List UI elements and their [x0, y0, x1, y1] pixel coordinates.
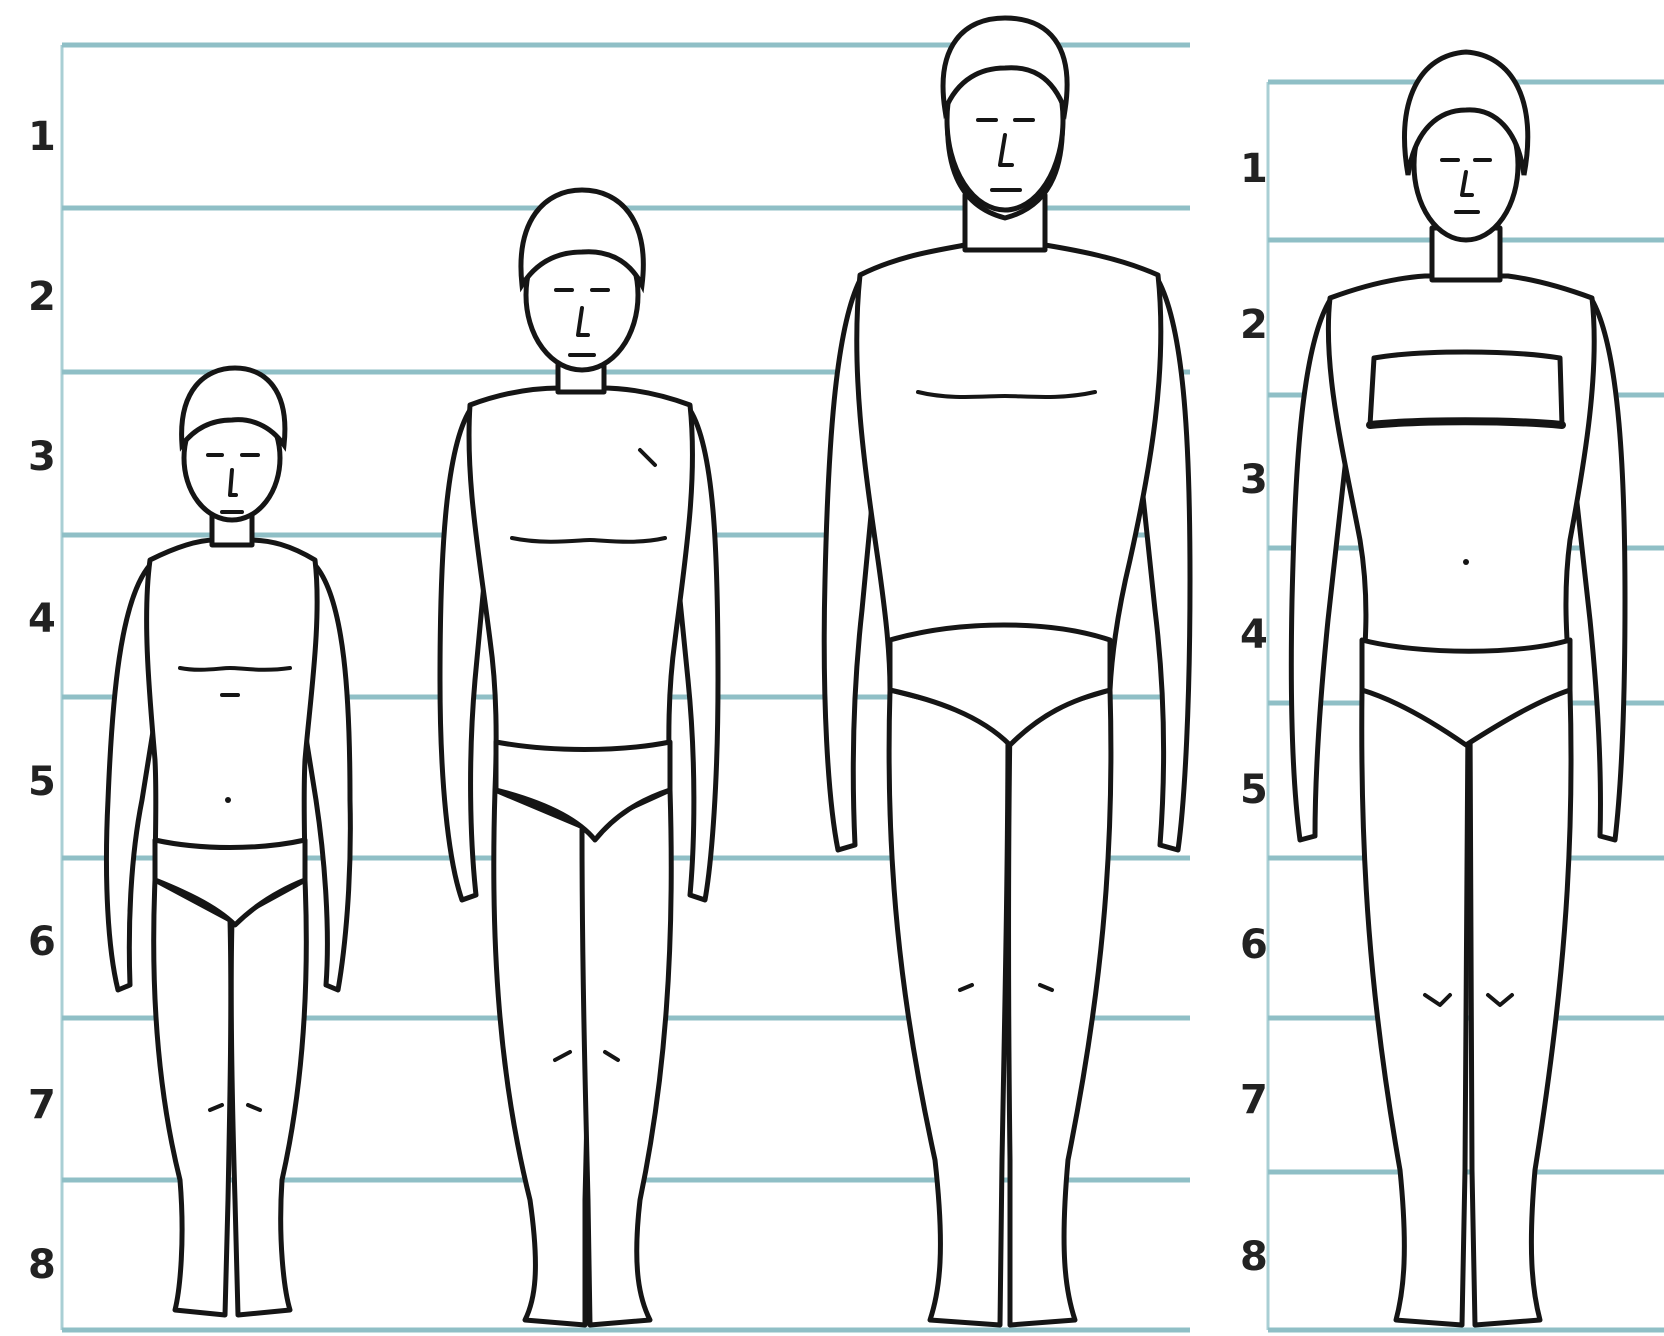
left-scale-label: 1 [28, 114, 56, 160]
right-scale-label: 4 [1240, 612, 1268, 658]
right-scale: 1 2 3 4 5 6 7 8 [1240, 146, 1268, 1280]
left-scale-label: 7 [28, 1082, 56, 1128]
left-scale-label: 4 [28, 596, 56, 642]
right-scale-label: 3 [1240, 457, 1268, 503]
left-scale-label: 5 [28, 759, 56, 805]
child-figure [106, 368, 350, 1315]
left-scale-label: 3 [28, 434, 56, 480]
left-scale-label: 6 [28, 919, 56, 965]
adult-man-figure [824, 18, 1190, 1325]
left-scale: 1 2 3 4 5 6 7 8 [28, 114, 56, 1288]
right-scale-label: 8 [1240, 1234, 1268, 1280]
teen-boy-figure [440, 190, 718, 1325]
right-scale-label: 6 [1240, 922, 1268, 968]
left-scale-label: 8 [28, 1242, 56, 1288]
left-scale-label: 2 [28, 274, 56, 320]
adult-woman-figure [1291, 52, 1625, 1325]
right-scale-label: 7 [1240, 1077, 1268, 1123]
right-scale-label: 5 [1240, 767, 1268, 813]
right-scale-label: 2 [1240, 302, 1268, 348]
right-scale-label: 1 [1240, 146, 1268, 192]
